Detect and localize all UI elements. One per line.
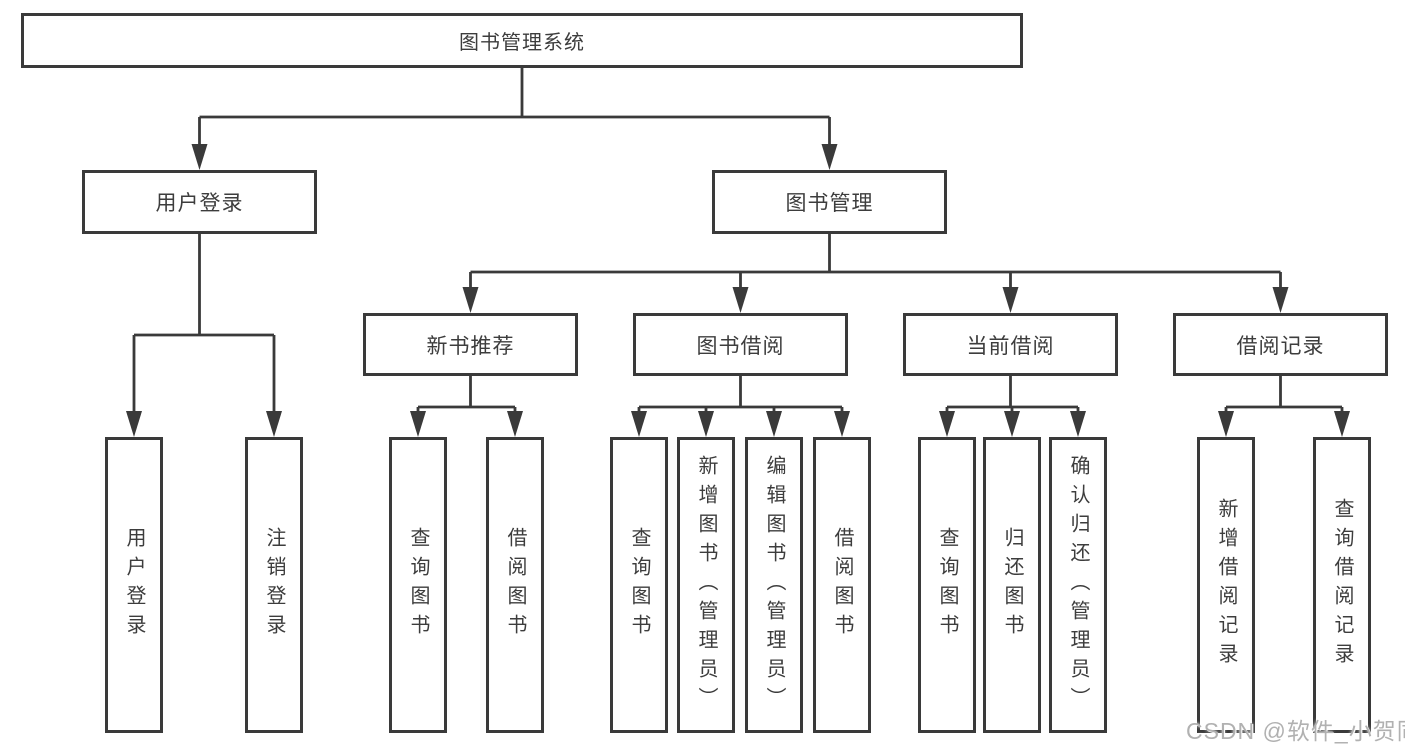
connector-book-borrow xyxy=(637,376,844,413)
node-user-login: 用户登录 xyxy=(82,170,317,234)
node-library-management-system: 图书管理系统 xyxy=(21,13,1023,68)
leaf-add-books-admin: 新增图书（管理员） xyxy=(677,437,735,733)
connector-root xyxy=(198,68,831,146)
node-new-book-recommend: 新书推荐 xyxy=(363,313,578,376)
leaf-query-borrow-record: 查询借阅记录 xyxy=(1313,437,1371,733)
leaf-borrow-books: 借阅图书 xyxy=(813,437,871,733)
leaf-query-books-borrow: 查询图书 xyxy=(610,437,668,733)
connector-borrow-records xyxy=(1224,376,1344,413)
leaf-user-login: 用户登录 xyxy=(105,437,163,733)
connector-current-borrow xyxy=(945,376,1080,413)
node-book-borrow: 图书借阅 xyxy=(633,313,848,376)
node-book-management: 图书管理 xyxy=(712,170,947,234)
leaf-borrow-books-recommend: 借阅图书 xyxy=(486,437,544,733)
leaf-confirm-return-admin: 确认归还（管理员） xyxy=(1049,437,1107,733)
leaf-return-books: 归还图书 xyxy=(983,437,1041,733)
connector-book-management xyxy=(469,234,1282,289)
arrowheads xyxy=(126,144,1350,437)
connector-user-login xyxy=(132,234,276,413)
node-current-borrow: 当前借阅 xyxy=(903,313,1118,376)
leaf-query-books-current: 查询图书 xyxy=(918,437,976,733)
leaf-add-borrow-record: 新增借阅记录 xyxy=(1197,437,1255,733)
connector-new-book-recommend xyxy=(416,376,517,413)
leaf-edit-books-admin: 编辑图书（管理员） xyxy=(745,437,803,733)
leaf-logout: 注销登录 xyxy=(245,437,303,733)
leaf-query-books-recommend: 查询图书 xyxy=(389,437,447,733)
watermark-csdn: CSDN @软件_小贺同学 xyxy=(1186,718,1405,744)
node-borrow-records: 借阅记录 xyxy=(1173,313,1388,376)
